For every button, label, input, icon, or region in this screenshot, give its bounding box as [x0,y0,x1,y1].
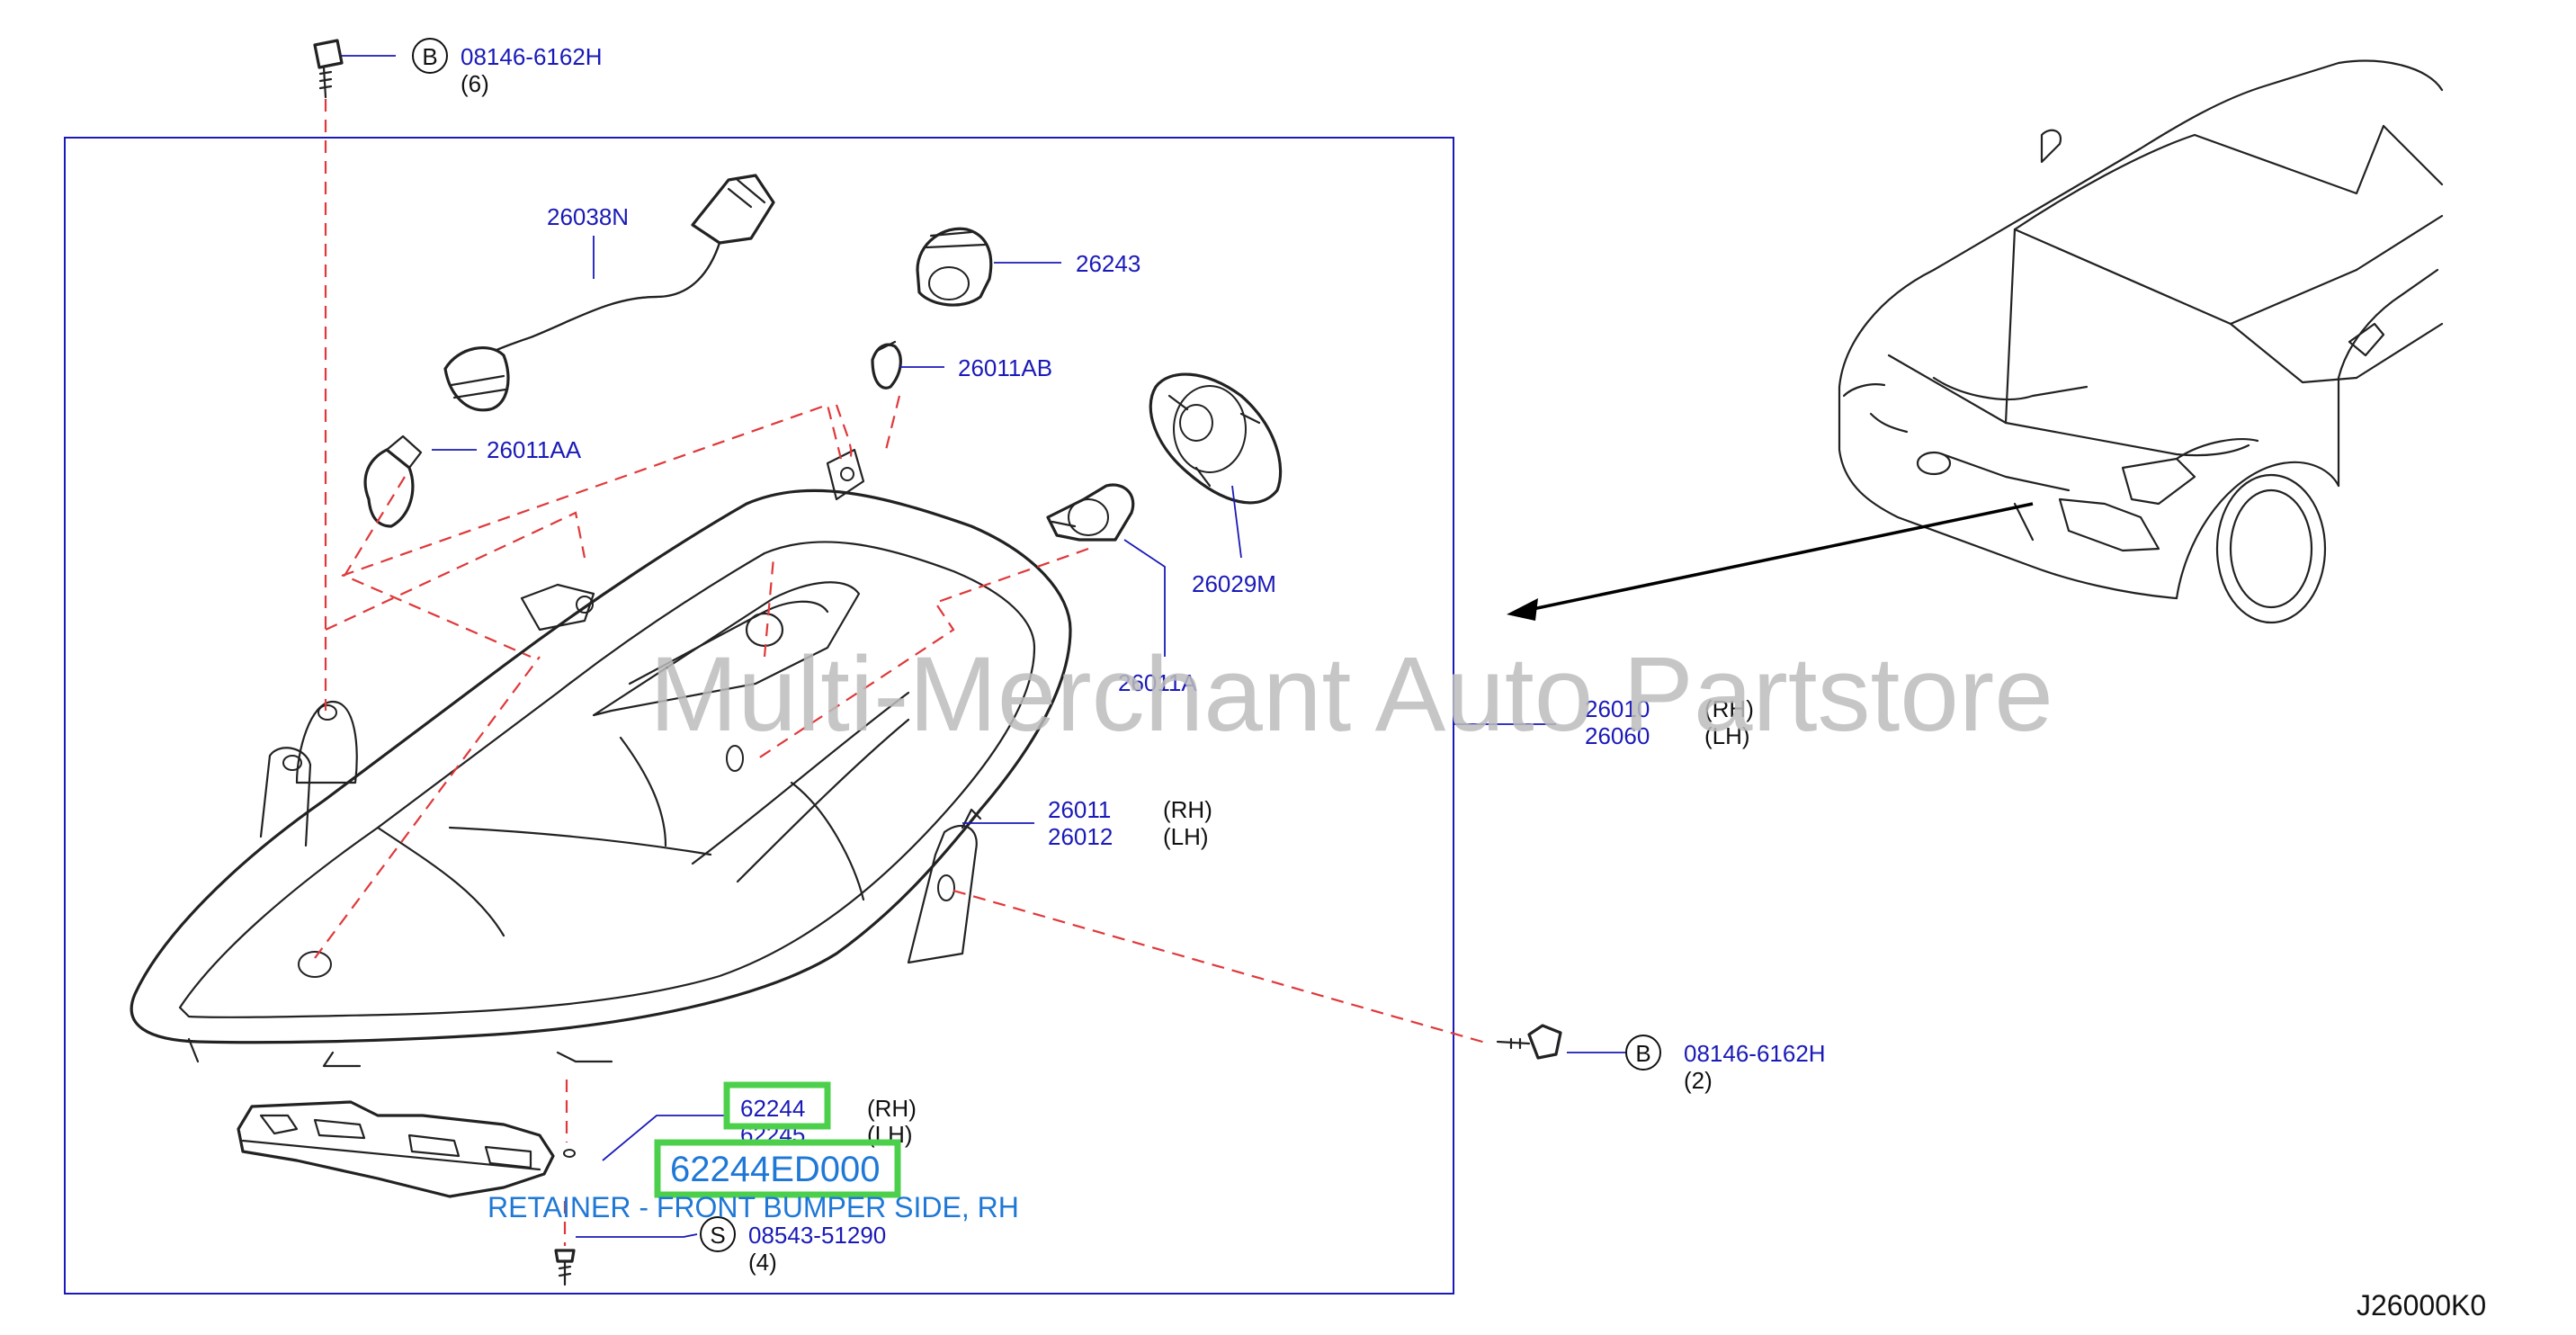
symbol-b-top: B [412,38,448,74]
label-bolt-top-number[interactable]: 08146-6162H [461,43,603,70]
harness-26038n [443,174,775,412]
diagram-code: J26000K0 [2357,1289,2486,1322]
assembly-frame [64,137,1454,1295]
label-bulb-small-2[interactable]: 26011AA [487,436,582,463]
symbol-s-bottom: S [700,1216,736,1252]
label-retainer-rh-side: (RH) [867,1095,917,1122]
label-assembly-rh-side: (RH) [1704,695,1754,722]
label-housing-lh-side: (LH) [1163,823,1209,850]
label-bulb-main[interactable]: 26011A [1118,669,1197,696]
label-housing-rh-side: (RH) [1163,796,1212,823]
symbol-b-right: B [1625,1035,1661,1071]
bolt-top [313,39,344,99]
label-harness[interactable]: 26038N [547,203,629,230]
screw-bottom [554,1249,576,1286]
bulb-26011a [1046,483,1135,542]
dashed-assembly-lines [314,99,1489,1246]
label-cap[interactable]: 26029M [1192,570,1276,597]
label-assembly-lh-side: (LH) [1704,722,1750,749]
label-bolt-right-number[interactable]: 08146-6162H [1684,1040,1826,1067]
highlighted-part-description: RETAINER - FRONT BUMPER SIDE, RH [487,1191,1019,1223]
leader-lines [342,55,1626,1238]
label-housing-rh[interactable]: 26011 [1048,796,1111,823]
label-bolt-right-qty: (2) [1684,1067,1713,1094]
label-screw-number[interactable]: 08543-51290 [748,1222,886,1249]
watermark: Multi-Merchant Auto Partstore [649,635,2053,754]
bulb-26011aa [363,435,423,528]
cap-26029m [1149,372,1283,505]
bulb-26011ab [871,340,902,390]
label-assembly-rh[interactable]: 26010 [1585,695,1650,722]
label-screw-qty: (4) [748,1249,777,1276]
highlighted-part-number[interactable]: 62244ED000 [670,1150,881,1189]
label-bulb-small-1[interactable]: 26011AB [958,354,1052,381]
bolt-right [1496,1024,1562,1060]
svg-text:B: B [1635,1040,1650,1067]
label-assembly-lh[interactable]: 26060 [1585,722,1650,749]
label-socket[interactable]: 26243 [1076,250,1140,277]
retainer-bracket [237,1100,576,1198]
highlight-box-62244 [723,1081,831,1130]
label-retainer-rh[interactable]: 62244 [740,1095,805,1122]
highlight-box-part-number [654,1139,901,1198]
car-illustration [1838,59,2444,624]
svg-text:S: S [710,1222,725,1249]
socket-26243 [916,227,993,307]
headlamp-housing [130,448,1072,1068]
svg-text:B: B [422,43,437,70]
label-bolt-top-qty: (6) [461,70,489,97]
label-housing-lh[interactable]: 26012 [1048,823,1113,850]
